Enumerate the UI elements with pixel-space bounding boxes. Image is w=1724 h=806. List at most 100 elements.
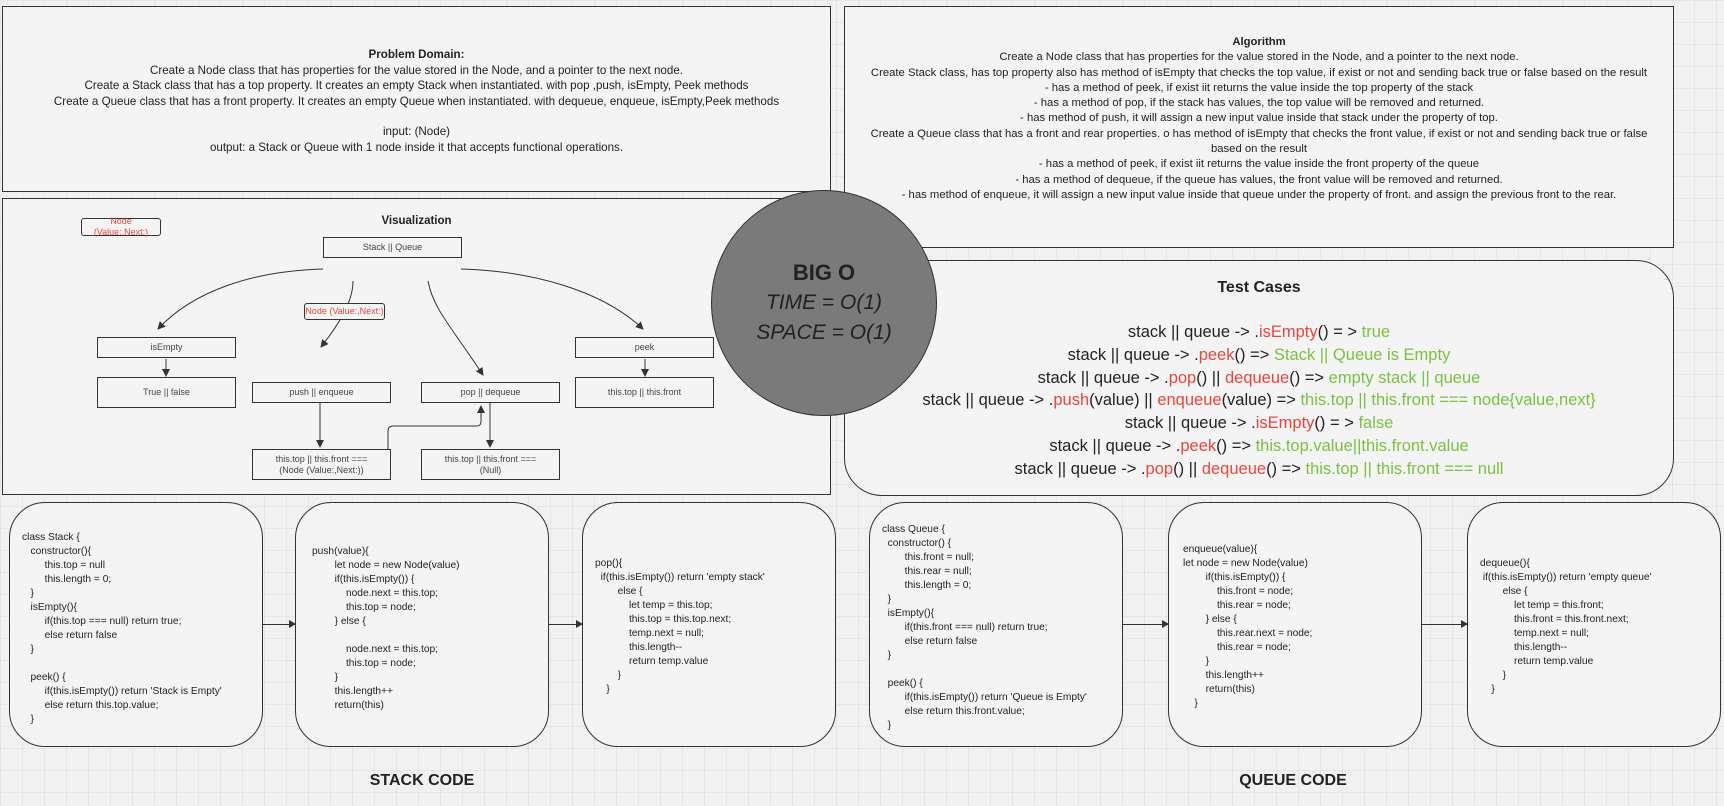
problem-domain-spacer [3,109,830,124]
test-case-segment: true [1361,323,1391,341]
test-case-segment: pop [1168,368,1197,387]
big-o-title: BIG O [792,260,856,285]
queue-enqueue-code-card: enqueue(value){ let node = new Node(valu… [1168,502,1422,747]
test-case-segment: this.top || this.front === null [1305,459,1504,478]
test-case-segment: (value) || [1089,391,1158,410]
node-value-next: Node (Value:,Next:) [304,303,385,320]
queue-class-code-card: class Queue { constructor() { this.front… [869,502,1123,747]
test-case-segment: isEmpty [1255,414,1315,433]
arrow-queue-class-to-enqueue [1123,620,1169,628]
algorithm-line: Create Stack class, has top property als… [870,66,1648,79]
test-case-segment: isEmpty [1258,323,1318,341]
algorithm-line: - has method of enqueue, it will assign … [901,188,1617,201]
test-case-segment: () => [1216,436,1256,455]
edge-root-isempty [157,268,324,330]
stack-pop-code-card: pop(){ if(this.isEmpty()) return 'empty … [582,502,836,747]
test-case-segment: () = > [1314,414,1359,433]
visualization-panel: Visualization Node (Value:,Next:) Stack … [2,198,831,495]
algorithm-title: Algorithm [1232,36,1286,48]
test-case-segment: enqueue [1157,391,1222,410]
node-push-enqueue: push || enqueue [252,382,391,403]
problem-domain-input: input: (Node) [382,125,451,138]
test-case-segment: () = > [1317,323,1362,341]
test-case-segment: stack || queue -> . [1124,414,1256,433]
test-case-segment: stack || queue -> . [922,391,1054,410]
test-case-line: stack || queue -> .isEmpty() = > false [845,412,1673,435]
test-case-segment: stack || queue -> . [1127,323,1259,341]
big-o-space: SPACE = O(1) [756,321,892,344]
queue-dequeue-code-card: dequeue(){ if(this.isEmpty()) return 'em… [1467,502,1721,747]
test-case-segment: this.top || this.front === node{value,ne… [1300,391,1596,410]
test-case-segment: () => [1234,345,1274,364]
test-case-segment: false [1358,414,1394,433]
test-case-segment: empty stack || queue [1328,368,1481,387]
edge-root-pop [427,280,484,376]
queue-dequeue-code: dequeue(){ if(this.isEmpty()) return 'em… [1480,558,1652,695]
queue-code-label: QUEUE CODE [1239,772,1347,789]
test-case-line: stack || queue -> .isEmpty() = > true [845,321,1673,344]
algorithm-line: Create a Queue class that has a front an… [870,127,1648,156]
queue-class-code: class Queue { constructor() { this.front… [882,524,1087,731]
test-case-segment: dequeue [1224,368,1290,387]
test-case-segment: () || [1196,368,1225,387]
problem-domain-title: Problem Domain: [368,48,465,61]
problem-domain-line: Create a Stack class that has a top prop… [84,79,749,92]
test-case-segment: push [1053,391,1090,410]
node-isempty-result: True || false [97,377,236,408]
problem-domain-line: Create a Queue class that has a front pr… [53,94,780,108]
algorithm-line: - has a method of pop, if the stack has … [1033,97,1485,110]
stack-pop-code: pop(){ if(this.isEmpty()) return 'empty … [595,558,765,695]
node-pop-result: this.top || this.front === (Null) [421,449,560,480]
test-case-segment: peek [1198,345,1235,364]
test-case-line: stack || queue -> .push(value) || enqueu… [845,389,1673,412]
test-case-segment: peek [1180,436,1217,455]
stack-push-code: push(value){ let node = new Node(value) … [312,546,460,711]
test-case-segment: stack || queue -> . [1037,368,1169,387]
stack-class-code: class Stack { constructor(){ this.top = … [22,532,222,725]
node-stack-or-queue: Stack || Queue [323,237,462,258]
test-cases-title: Test Cases [1217,279,1301,296]
stack-push-code-card: push(value){ let node = new Node(value) … [295,502,549,747]
stack-class-code-card: class Stack { constructor(){ this.top = … [9,502,263,747]
queue-enqueue-code: enqueue(value){ let node = new Node(valu… [1183,544,1313,709]
visualization-title: Visualization [381,215,452,227]
algorithm-line: - has a method of dequeue, if the queue … [1015,173,1503,186]
test-case-line: stack || queue -> .pop() || dequeue() =>… [845,458,1673,481]
edge-root-peek [460,268,644,330]
test-case-segment: this.top.value||this.front.value [1255,436,1469,455]
node-legend: Node (Value:,Next:) [81,216,161,237]
problem-domain-output: output: a Stack or Queue with 1 node ins… [209,140,624,154]
big-o-time: TIME = O(1) [765,291,883,314]
test-case-segment: pop [1145,459,1174,478]
algorithm-line: - has a method of peek, if exist iit ret… [1044,81,1474,94]
test-case-segment: () => [1289,368,1329,387]
node-peek: peek [575,337,714,358]
algorithm-line: - has a method of peek, if exist iit ret… [1038,158,1480,171]
test-case-line: stack || queue -> .peek() => this.top.va… [845,435,1673,458]
test-case-segment: Stack || Queue is Empty [1273,345,1451,364]
arrow-stack-push-to-pop [549,620,583,628]
test-case-segment: () || [1173,459,1202,478]
test-case-segment: stack || queue -> . [1067,345,1199,364]
test-case-line: stack || queue -> .pop() || dequeue() =>… [845,367,1673,390]
arrow-queue-enqueue-to-dequeue [1422,620,1468,628]
test-case-line: stack || queue -> .peek() => Stack || Qu… [845,344,1673,367]
edge-pushresult-pop [387,405,485,449]
test-case-segment: stack || queue -> . [1049,436,1181,455]
test-cases-panel: Test Cases stack || queue -> .isEmpty() … [844,260,1674,496]
algorithm-line: - has method of push, it will assign a n… [1020,112,1498,125]
visualization-connectors [157,268,649,449]
algorithm-panel: Algorithm Create a Node class that has p… [844,6,1674,248]
node-pop-dequeue: pop || dequeue [421,382,560,403]
stack-code-label: STACK CODE [369,772,475,789]
arrow-stack-class-to-push [263,620,296,628]
test-case-segment: dequeue [1201,459,1267,478]
node-isempty: isEmpty [97,337,236,358]
test-case-segment: stack || queue -> . [1014,459,1146,478]
algorithm-line: Create a Node class that has properties … [999,51,1519,64]
problem-domain-panel: Problem Domain: Create a Node class that… [2,6,831,192]
big-o-circle: BIG O TIME = O(1) SPACE = O(1) [711,190,937,416]
node-push-result: this.top || this.front === (Node (Value:… [252,449,391,480]
problem-domain-line: Create a Node class that has properties … [149,63,683,77]
